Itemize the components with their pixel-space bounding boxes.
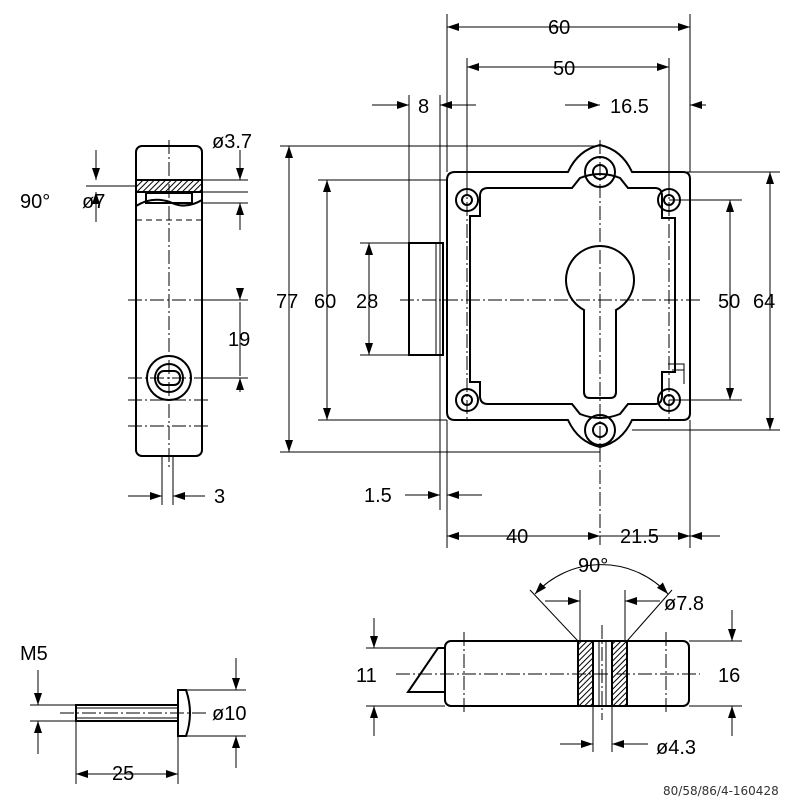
side-countersink: ø7 <box>82 191 105 213</box>
dim-top-right-offset: 16.5 <box>610 96 649 118</box>
section-countersink: ø7.8 <box>664 593 704 615</box>
dim-bottom-left: 40 <box>506 526 528 548</box>
screw-view <box>30 658 246 784</box>
side-spacing: 19 <box>228 329 250 351</box>
front-dimensions <box>280 14 780 548</box>
screw-head: ø10 <box>212 703 246 725</box>
front-view <box>400 140 700 545</box>
dim-bottom-right: 21.5 <box>620 526 659 548</box>
drawing-code: 80/58/86/4-160428 <box>663 784 779 798</box>
dim-bottom-left-small: 1.5 <box>364 485 392 507</box>
dim-height-total: 77 <box>276 291 298 313</box>
dim-height-inner: 60 <box>314 291 336 313</box>
screw-thread: M5 <box>20 643 48 665</box>
section-height-left: 11 <box>356 665 377 687</box>
side-hole-diameter: ø3.7 <box>212 131 252 153</box>
side-angle: 90° <box>20 191 50 213</box>
dim-right-height-total: 64 <box>753 291 775 313</box>
section-hole: ø4.3 <box>656 737 696 759</box>
side-view <box>86 140 248 505</box>
side-offset: 3 <box>214 486 225 508</box>
section-view <box>366 564 742 752</box>
section-angle: 90° <box>578 555 608 577</box>
dim-top-left-offset: 8 <box>418 96 429 118</box>
dim-top-width: 60 <box>548 17 570 39</box>
screw-length: 25 <box>112 763 134 785</box>
dim-top-inner: 50 <box>553 58 575 80</box>
dim-height-bolt: 28 <box>356 291 378 313</box>
dim-right-height-inner: 50 <box>718 291 740 313</box>
section-height-right: 16 <box>718 665 740 687</box>
